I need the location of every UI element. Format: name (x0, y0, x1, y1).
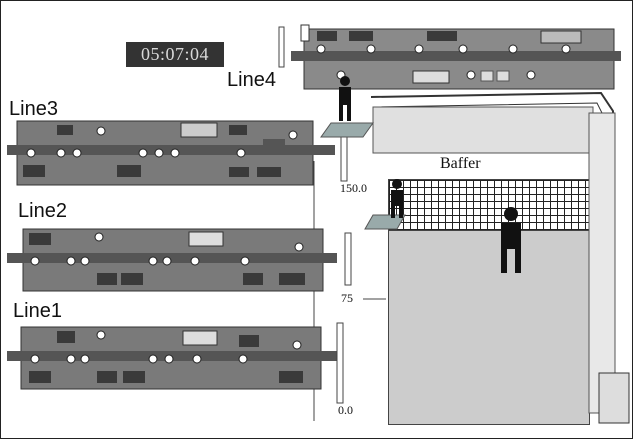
operator-figure-middle (391, 179, 403, 218)
stock-gauge-line4 (279, 27, 284, 67)
production-line-2[interactable] (7, 229, 337, 291)
lift-platform-upper (321, 123, 373, 137)
production-line-3[interactable] (7, 121, 335, 185)
overhead-conveyor (371, 93, 629, 423)
stock-gauge-line2 (345, 233, 351, 285)
production-line-1[interactable] (7, 327, 337, 389)
stock-gauge-line1 (337, 323, 343, 403)
operator-figure-upper (339, 76, 351, 121)
operator-figure-warehouse (501, 207, 521, 273)
